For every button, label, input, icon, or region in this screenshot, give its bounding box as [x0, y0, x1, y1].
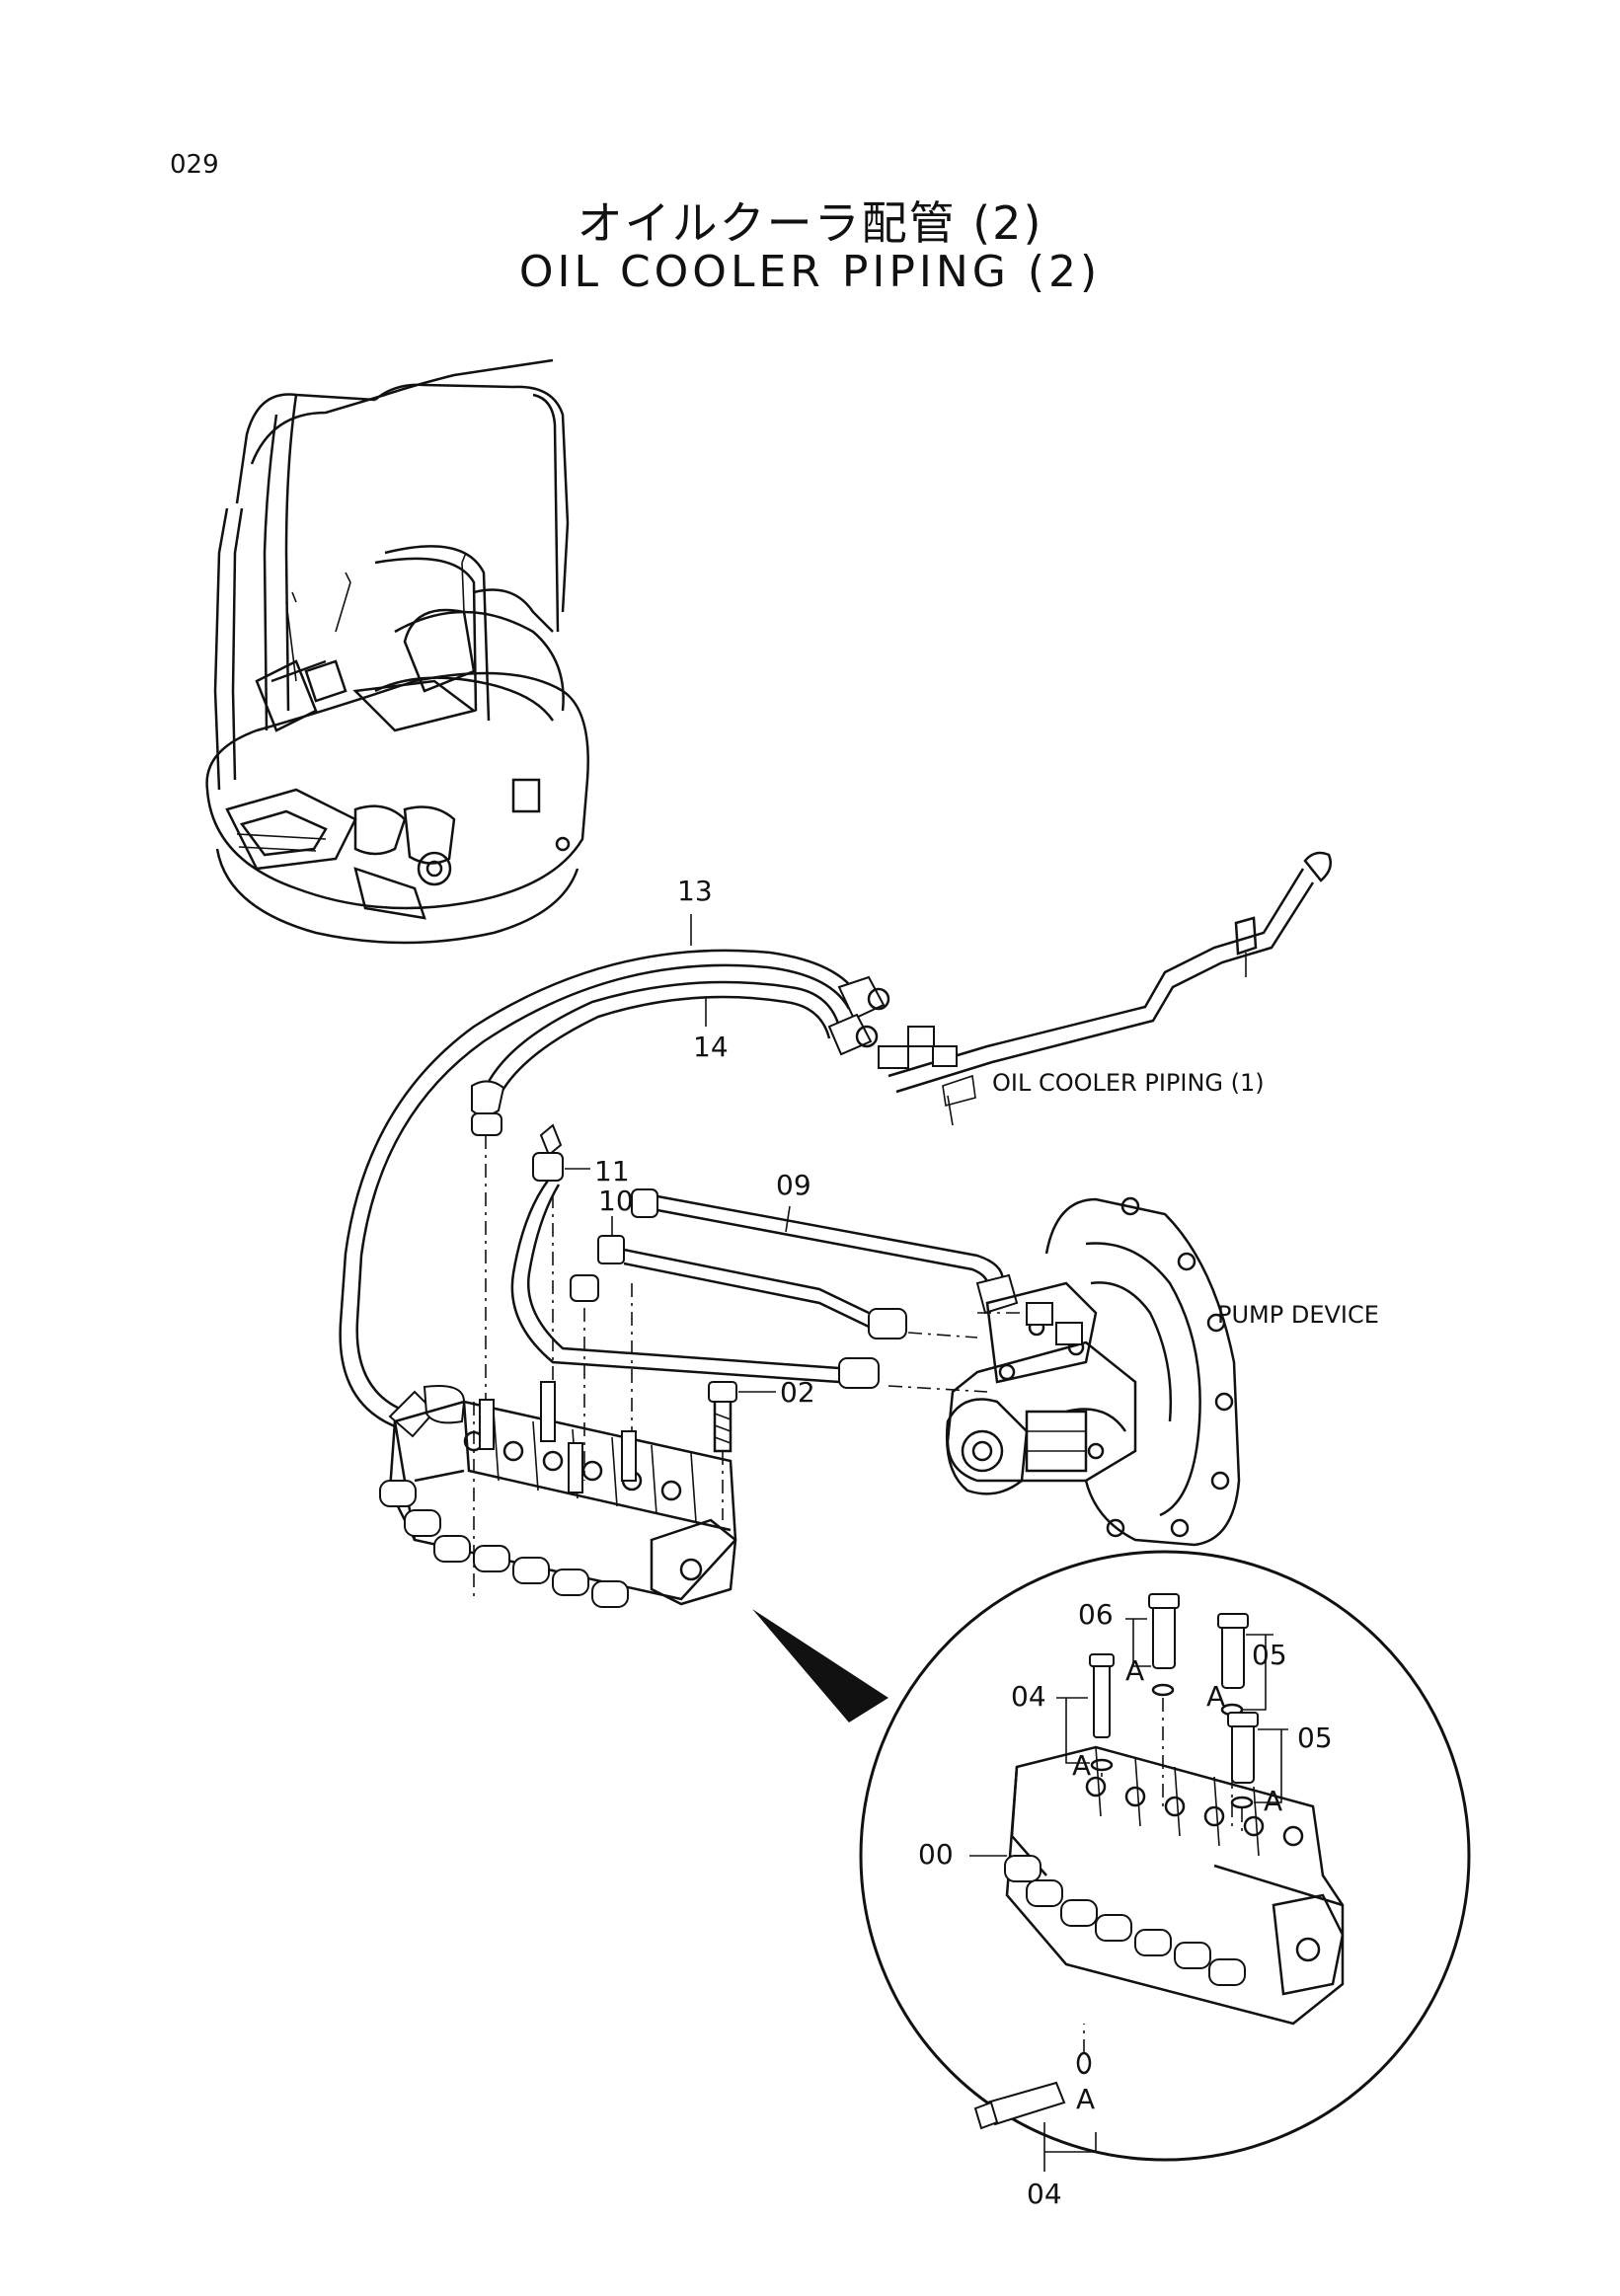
- callout-05-upper: 05: [1252, 1639, 1287, 1671]
- detail-pointer-arrow: [752, 1609, 888, 1722]
- joint-mark-a-04-upper: A: [1072, 1749, 1091, 1782]
- excavator-overview-illustration: [205, 358, 589, 945]
- callout-13: 13: [677, 875, 713, 907]
- callout-05-lower: 05: [1297, 1722, 1333, 1754]
- callout-04-upper: 04: [1011, 1680, 1046, 1713]
- control-valve-illustration: [379, 1381, 737, 1608]
- hose-13-14: [339, 914, 890, 1438]
- oil-cooler-piping-1-illustration: [878, 851, 1332, 1126]
- pump-device-illustration: [946, 1196, 1241, 1547]
- bolt-02: [708, 1381, 776, 1520]
- detail-view: [859, 1550, 1471, 2172]
- callout-02: 02: [780, 1376, 815, 1409]
- callout-11: 11: [594, 1155, 630, 1187]
- callout-14: 14: [693, 1031, 729, 1063]
- callout-00: 00: [918, 1838, 954, 1871]
- pump-device-reference: PUMP DEVICE: [1217, 1301, 1379, 1329]
- joint-mark-a-06: A: [1125, 1654, 1144, 1687]
- callout-04-lower: 04: [1027, 2178, 1062, 2210]
- joint-mark-a-05-upper: A: [1206, 1680, 1225, 1713]
- callout-09: 09: [776, 1169, 811, 1201]
- hose-09-10-11: [510, 1123, 1019, 1481]
- joint-mark-a-05-lower: A: [1264, 1785, 1282, 1817]
- oil-cooler-piping-1-reference: OIL COOLER PIPING (1): [992, 1069, 1265, 1097]
- page-title: OIL COOLER PIPING (2): [518, 247, 1102, 297]
- callout-06: 06: [1078, 1598, 1114, 1631]
- page-number: 029: [170, 150, 219, 180]
- joint-mark-a-04-lower: A: [1076, 2083, 1095, 2115]
- page-title-japanese: オイルクーラ配管 (2): [577, 196, 1043, 250]
- callout-10: 10: [598, 1185, 634, 1217]
